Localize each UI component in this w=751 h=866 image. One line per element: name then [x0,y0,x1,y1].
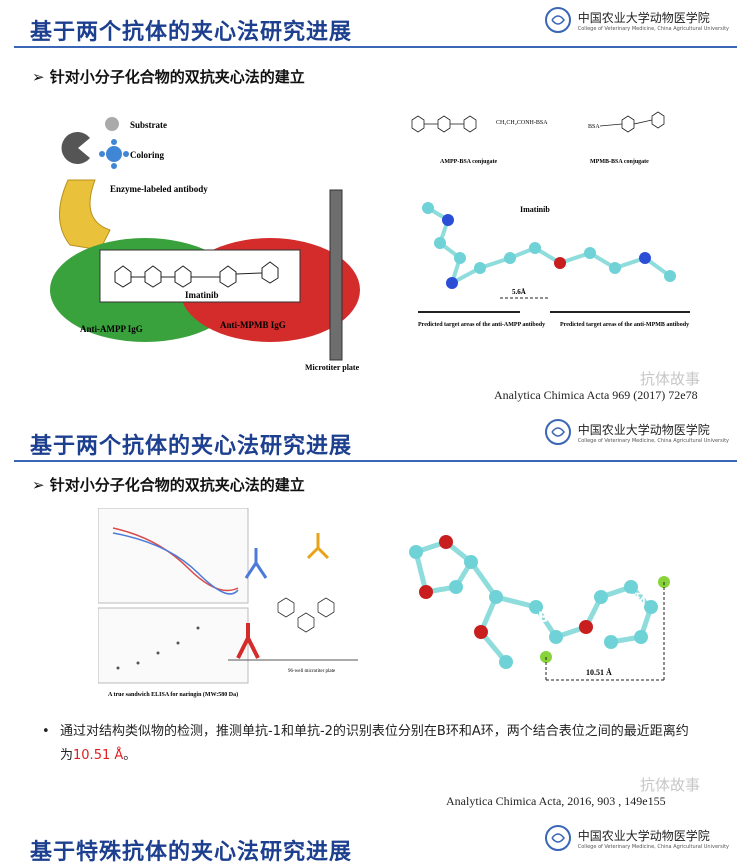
bsa-label: BSA [588,124,600,130]
ampp-conj-label: AMPP-BSA conjugate [440,159,497,165]
plate-label: 96-well microtiter plate [288,669,336,674]
microtiter-plate-bar [330,190,342,360]
logo-en: College of Veterinary Medicine, China Ag… [578,844,729,850]
subtitle: ➢ 针对小分子化合物的双抗夹心法的建立 [32,66,305,87]
bullet-text: 通过对结构类似物的检测，推测单抗-1和单抗-2的识别表位分别在B环和A环，两个结… [60,724,689,763]
slide-title: 基于特殊抗体的夹心法研究进展 [30,834,352,866]
label-anti-ampp: Anti-AMPP IgG [80,324,143,334]
logo-en: College of Veterinary Medicine, China Ag… [578,438,729,444]
bullet-highlight: 10.51 Å [73,748,123,763]
mpmb-conj-label: MPMB-BSA conjugate [590,159,649,165]
label-plate: Microtiter plate [305,363,360,372]
slide-title: 基于两个抗体的夹心法研究进展 [30,428,352,460]
antibody-cartoon [238,533,328,658]
ring-b-label: B环 [538,610,563,626]
distance-label: 5.6Å [512,288,526,296]
citation: Analytica Chimica Acta, 2016, 903 , 149e… [446,794,666,809]
subtitle: ➢ 针对小分子化合物的双抗夹心法的建立 [32,474,305,495]
label-enzyme: Enzyme-labeled antibody [110,184,208,194]
watermark: 抗体故事 [640,368,700,389]
title-rule [14,46,737,48]
imatinib-3d-figure: CH₂CH₂CONH-BSA AMPP-BSA conjugate BSA MP… [400,98,730,348]
university-logo: 中国农业大学动物医学院 College of Veterinary Medici… [544,6,729,34]
naringin-structure [278,598,334,632]
mpmb-structure [600,112,664,132]
logo-en: College of Veterinary Medicine, China Ag… [578,26,729,32]
university-logo: 中国农业大学动物医学院 College of Veterinary Medici… [544,824,729,852]
label-anti-mpmb: Anti-MPMB IgG [220,320,286,330]
cau-emblem-icon [544,418,572,446]
bond-network [428,208,670,283]
title-rule [14,460,737,462]
atoms [422,202,676,289]
pred-left-label: Predicted target areas of the anti-AMPP … [418,322,545,328]
coloring-star-icon [99,139,129,169]
ring-a-label: A环 [624,592,649,608]
label-coloring: Coloring [130,150,165,160]
plot-caption: A true sandwich ELISA for naringin (MW:5… [108,691,238,698]
naringin-3d-figure: B环 A环 10.51 Å [386,522,686,697]
pred-right-label: Predicted target areas of the anti-MPMB … [560,322,689,328]
logo-cn: 中国农业大学动物医学院 [578,9,729,26]
label-substrate: Substrate [130,120,167,130]
bullet-end: 。 [123,748,136,763]
ampp-structure [412,116,476,132]
cau-emblem-icon [544,6,572,34]
imatinib-3d-label: Imatinib [520,205,550,214]
slide-title: 基于两个抗体的夹心法研究进展 [30,14,352,46]
distance-label: 10.51 Å [586,668,612,677]
elisa-plot-figure: 96-well microtiter plate A true sandwich… [98,508,363,698]
slide-3: 基于特殊抗体的夹心法研究进展 中国农业大学动物医学院 College of Ve… [0,820,751,866]
sandwich-schematic: Substrate Coloring Enzyme-labeled antibo… [40,110,390,380]
watermark: 抗体故事 [640,774,700,795]
logo-cn: 中国农业大学动物医学院 [578,421,729,438]
label-imatinib: Imatinib [185,290,219,300]
bullet-dot: • [42,720,50,744]
slide-2: 基于两个抗体的夹心法研究进展 中国农业大学动物医学院 College of Ve… [0,410,751,818]
university-logo: 中国农业大学动物医学院 College of Veterinary Medici… [544,418,729,446]
enzyme-pacman-icon [62,132,90,164]
slide-1: 基于两个抗体的夹心法研究进展 中国农业大学动物医学院 College of Ve… [0,0,751,408]
citation: Analytica Chimica Acta 969 (2017) 72e78 [494,388,698,403]
chain-label: CH₂CH₂CONH-BSA [496,120,548,126]
bullet-paragraph: • 通过对结构类似物的检测，推测单抗-1和单抗-2的识别表位分别在B环和A环，两… [60,720,700,768]
logo-cn: 中国农业大学动物医学院 [578,827,729,844]
enzyme-antibody-shape [59,180,110,250]
substrate-dot-icon [105,117,119,131]
cau-emblem-icon [544,824,572,852]
